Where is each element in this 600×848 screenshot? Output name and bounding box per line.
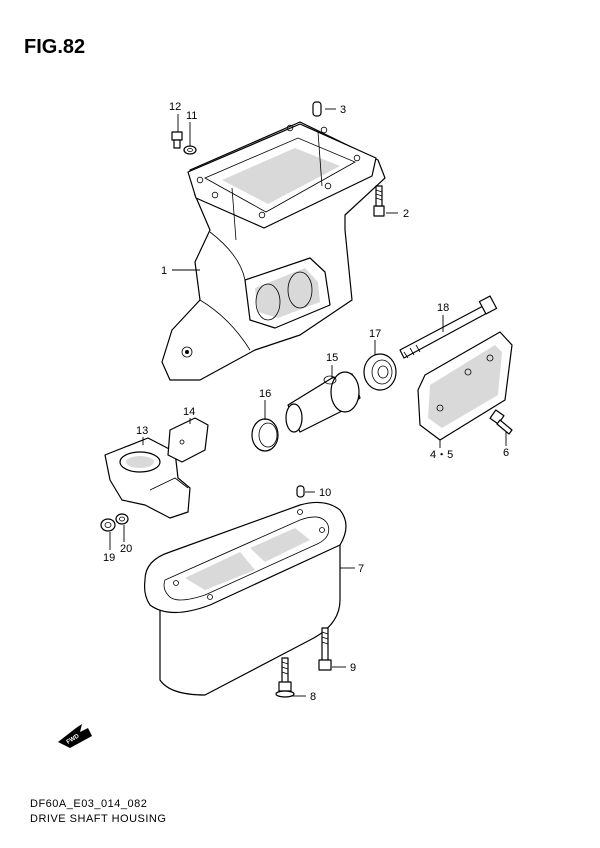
callout-18: 18 <box>437 302 449 314</box>
part-10-dowel-pin <box>296 485 305 498</box>
callout-4-5: 4・5 <box>430 449 453 461</box>
part-17-bearing <box>363 353 397 391</box>
part-7-lower-cover <box>143 501 347 696</box>
fwd-arrow-icon: FWD <box>58 724 92 748</box>
part-6-bolt <box>489 409 513 435</box>
callout-3: 3 <box>340 104 346 116</box>
part-4-5-cover <box>417 331 513 441</box>
part-16-ring <box>251 418 279 452</box>
part-19-nut <box>100 518 116 532</box>
callout-10: 10 <box>319 487 331 499</box>
callout-11: 11 <box>186 110 197 122</box>
part-12-bolt <box>171 131 183 149</box>
callout-7: 7 <box>358 563 364 575</box>
callout-17: 17 <box>369 328 381 340</box>
part-11-washer <box>183 145 197 155</box>
part-9-bolt <box>318 627 332 671</box>
callout-1: 1 <box>161 265 167 277</box>
callout-13: 13 <box>136 425 148 437</box>
callout-12: 12 <box>169 101 181 113</box>
figure-title: FIG.82 <box>24 36 86 58</box>
part-8-bolt <box>275 657 295 698</box>
part-14-plate <box>167 417 209 463</box>
callout-6: 6 <box>503 447 509 459</box>
callout-9: 9 <box>350 662 356 674</box>
part-3-dowel-pin <box>312 101 322 117</box>
callout-15: 15 <box>326 352 338 364</box>
callout-16: 16 <box>259 388 271 400</box>
part-1-drive-shaft-housing <box>161 121 386 381</box>
part-2-bolt <box>373 185 385 217</box>
callout-14: 14 <box>183 406 195 418</box>
figure-code: DF60A_E03_014_082 <box>30 798 148 810</box>
callout-19: 19 <box>103 552 115 564</box>
part-15-sleeve <box>285 371 361 433</box>
callout-2: 2 <box>403 208 409 220</box>
figure-name: DRIVE SHAFT HOUSING <box>30 813 167 825</box>
leader-lines <box>109 108 507 697</box>
callout-20: 20 <box>120 543 132 555</box>
callout-numbers: 12 11 3 2 1 18 17 15 16 14 13 4・5 6 10 7… <box>103 101 509 703</box>
part-20-washer <box>115 513 129 525</box>
part-18-long-bolt <box>399 295 498 359</box>
part-13-mount <box>104 437 191 519</box>
callout-8: 8 <box>310 691 316 703</box>
